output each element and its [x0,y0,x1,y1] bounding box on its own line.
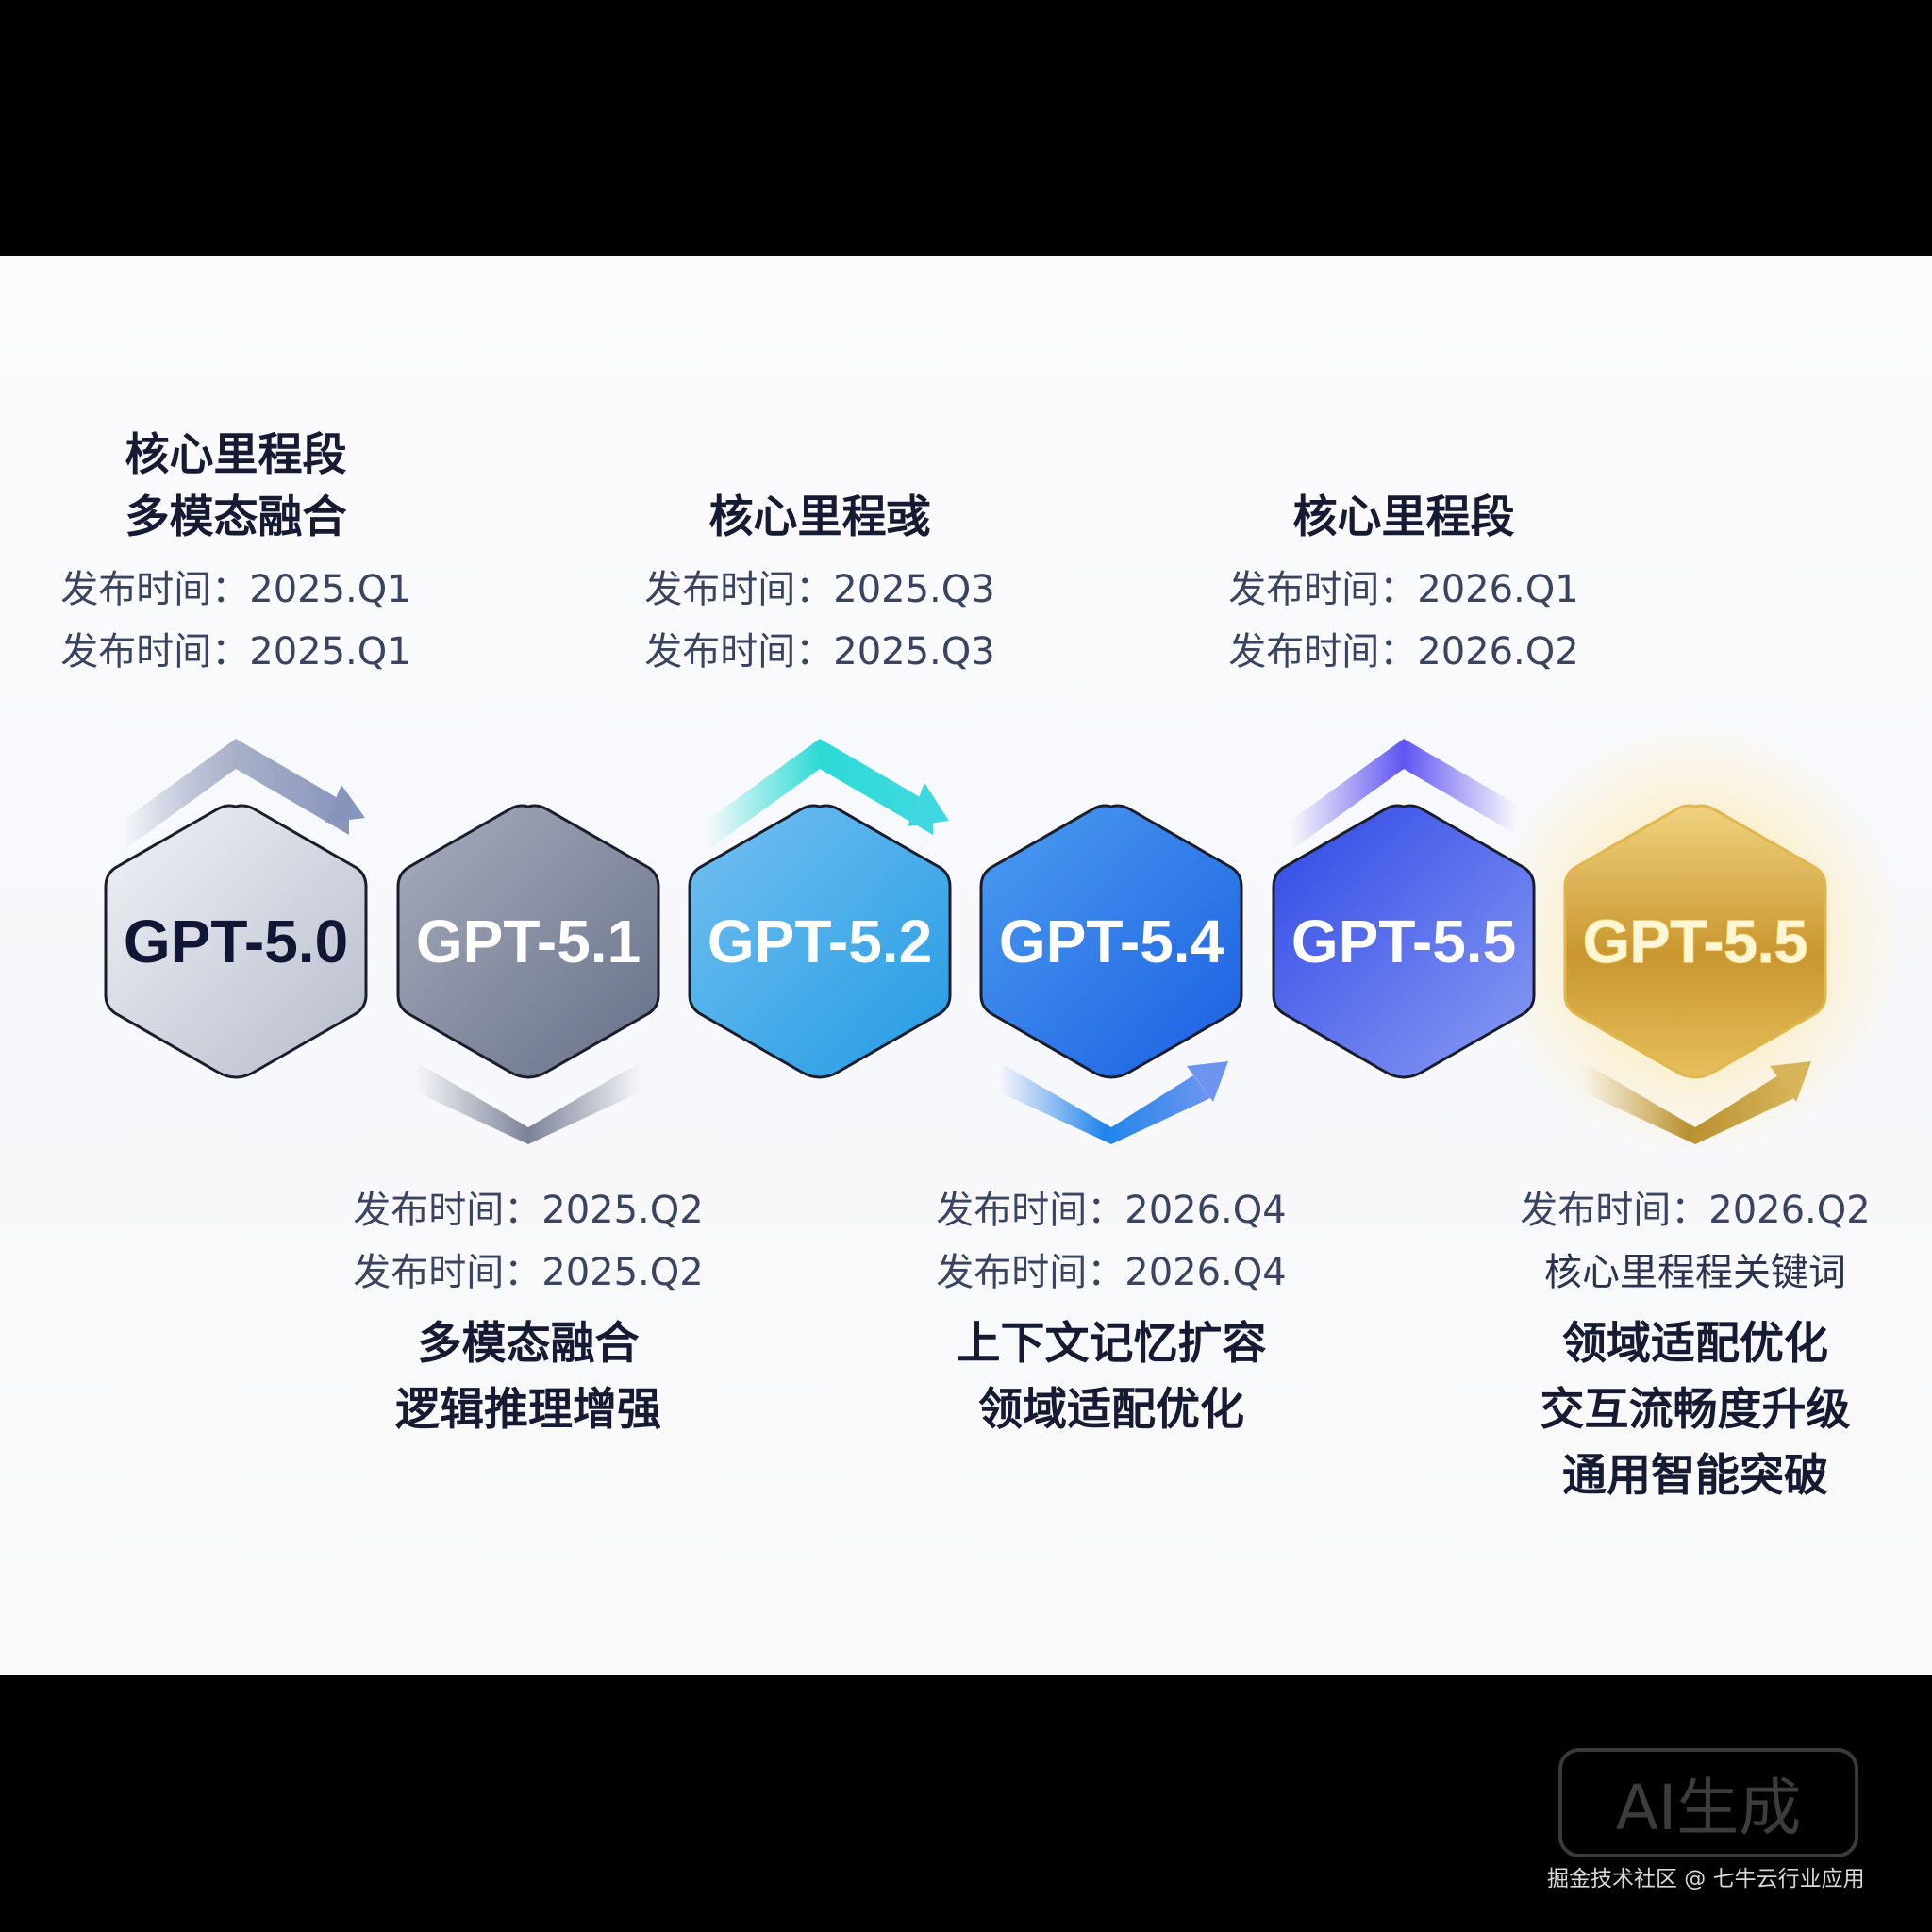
keyword: 逻辑推理增强 [395,1384,661,1436]
release-date: 发布时间：2026.Q4 [936,1251,1287,1294]
keyword: 领域适配优化 [1562,1318,1828,1370]
keyword: 通用智能突破 [1562,1450,1828,1502]
milestone-heading: 核心里程彧 [708,491,931,543]
release-date: 发布时间：2025.Q1 [60,568,411,611]
milestone-6-bottom-labels: 发布时间：2026.Q2 核心里程程关键词 领域适配优化 交互流畅度升级 通用智… [1516,1179,1874,1509]
arrow-bottom-6-icon [1582,1061,1811,1144]
release-date: 发布时间：2025.Q2 [353,1189,704,1232]
hexagon-gpt-5-4[interactable]: GPT-5.4 [979,804,1243,1079]
arrow-top-3-icon [707,739,949,851]
release-date: 发布时间：2025.Q3 [644,630,995,674]
keyword: 交互流畅度升级 [1540,1384,1851,1436]
milestone-heading: 多模态融合 [125,491,347,543]
keyword: 多模态融合 [417,1318,640,1370]
release-date: 发布时间：2026.Q2 [1228,630,1579,674]
milestone-heading: 核心里程段 [1292,491,1515,543]
hexagon-gpt-5-0[interactable]: GPT-5.0 [104,804,368,1079]
milestone-2-bottom-labels: 发布时间：2025.Q2 发布时间：2025.Q2 多模态融合 逻辑推理增强 [349,1179,708,1443]
release-date: 发布时间：2026.Q1 [1228,568,1579,611]
keyword: 上下文记忆扩容 [956,1318,1267,1370]
arrow-top-1-icon [123,739,365,851]
watermark-credit: 掘金技术社区 @ 七牛云行业应用 [1547,1867,1865,1891]
release-date: 发布时间：2026.Q2 [1520,1189,1871,1232]
hexagon-gpt-5-5-gold[interactable]: GPT-5.5 [1563,804,1827,1079]
release-date: 发布时间：2025.Q3 [644,568,995,611]
milestone-5-top-labels: 核心里程段 发布时间：2026.Q1 发布时间：2026.Q2 [1224,487,1583,683]
milestone-4-bottom-labels: 发布时间：2026.Q4 发布时间：2026.Q4 上下文记忆扩容 领域适配优化 [932,1179,1291,1443]
hex-label: GPT-5.1 [416,908,641,975]
hex-label: GPT-5.5 [1291,908,1516,975]
keyword: 领域适配优化 [978,1384,1244,1436]
hexagon-gpt-5-1[interactable]: GPT-5.1 [396,804,660,1079]
release-date: 发布时间：2026.Q4 [936,1189,1287,1232]
hex-label: GPT-5.2 [708,908,932,975]
ai-generated-badge: AI生成 [1558,1748,1858,1857]
release-date: 发布时间：2025.Q1 [60,630,411,674]
hexagon-gpt-5-2[interactable]: GPT-5.2 [688,804,952,1079]
milestone-3-top-labels: 核心里程彧 发布时间：2025.Q3 发布时间：2025.Q3 [641,487,999,683]
hex-label: GPT-5.0 [124,908,348,975]
arrow-bottom-4-icon [998,1061,1228,1144]
arrow-bottom-2-icon [415,1061,641,1144]
milestone-1-top-labels: 核心里程段 多模态融合 发布时间：2025.Q1 发布时间：2025.Q1 [57,425,415,683]
ai-generated-label: AI生成 [1615,1772,1802,1844]
hexagon-gpt-5-5[interactable]: GPT-5.5 [1272,804,1536,1079]
release-date: 发布时间：2025.Q2 [353,1251,704,1294]
arrow-top-5-icon [1291,739,1517,851]
milestone-subheading: 核心里程程关键词 [1544,1251,1846,1294]
hex-label: GPT-5.4 [999,908,1224,975]
hex-label: GPT-5.5 [1583,908,1807,975]
milestone-heading: 核心里程段 [125,429,347,481]
